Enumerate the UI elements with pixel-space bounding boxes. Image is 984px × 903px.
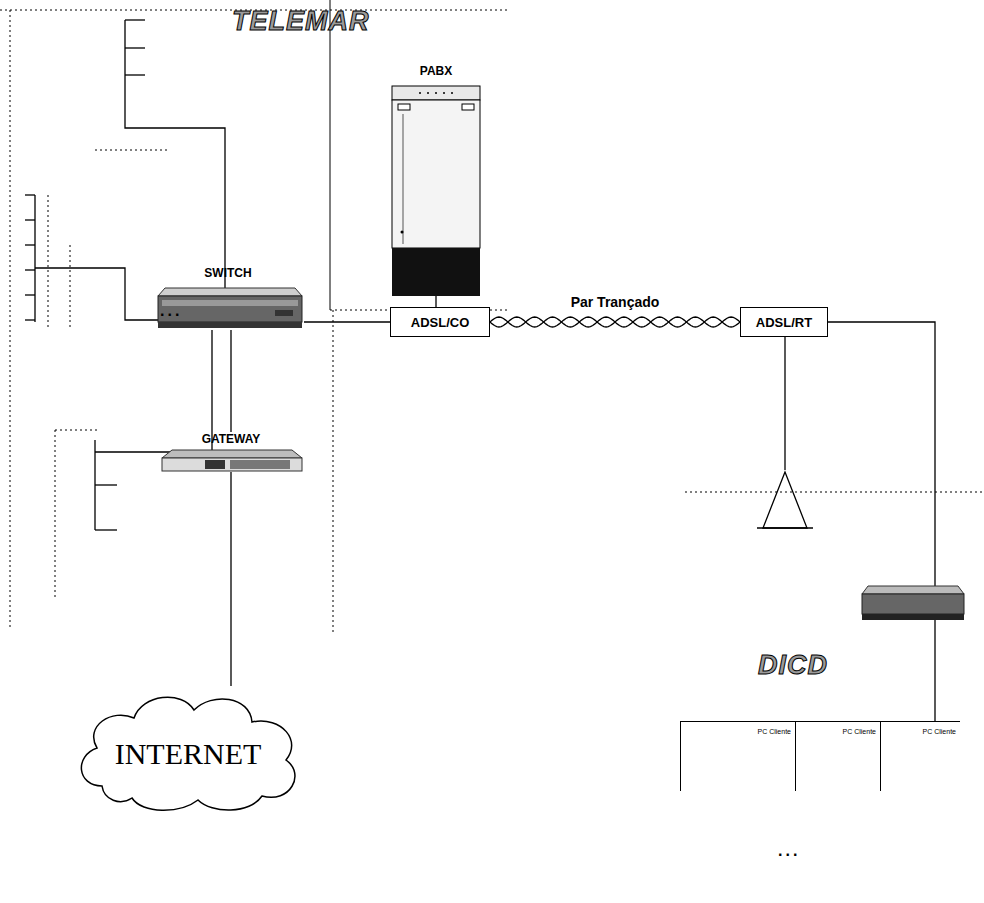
client-pc-box: PC Cliente (880, 721, 960, 791)
client-pc-box: PC Cliente (680, 721, 795, 791)
dicd-wiring (757, 322, 935, 721)
connector-line (304, 321, 390, 322)
process-box: ADSL/RT (740, 307, 828, 337)
node-label: PABX (390, 64, 482, 78)
gateway-device: GATEWAY (158, 432, 304, 472)
pabx-device: PABX (390, 64, 482, 296)
modem-device (862, 586, 964, 620)
region-divider (330, 0, 331, 310)
twisted-pair-line (490, 317, 740, 327)
pc-label: PC Cliente (923, 728, 956, 735)
region-boundaries (0, 10, 984, 632)
pc-label: PC Cliente (843, 728, 876, 735)
switch-device (158, 288, 302, 328)
process-box: ADSL/CO (390, 307, 490, 337)
pc-label: PC Cliente (758, 728, 791, 735)
client-pc-box: PC Cliente (795, 721, 880, 791)
connector-line (230, 330, 231, 432)
edge-label: Par Trançado (569, 294, 662, 310)
node-label: SWITCH (152, 266, 304, 280)
connector-line (230, 472, 231, 686)
region-label: DICD (758, 650, 828, 681)
cloud-label: INTERNET (115, 737, 262, 771)
node-label: ADSL/RT (752, 315, 816, 330)
connector-line (435, 296, 436, 307)
node-label: GATEWAY (158, 432, 304, 446)
ellipsis-label: ... (160, 302, 182, 320)
switch-device: SWITCH (152, 266, 304, 330)
node-label: ADSL/CO (407, 315, 474, 330)
gateway-device (162, 450, 302, 471)
internet-cloud: INTERNET (72, 686, 304, 814)
ellipsis-label: ... (778, 842, 800, 860)
region-label: TELEMAR (232, 6, 370, 37)
pabx-cabinet (392, 86, 480, 296)
